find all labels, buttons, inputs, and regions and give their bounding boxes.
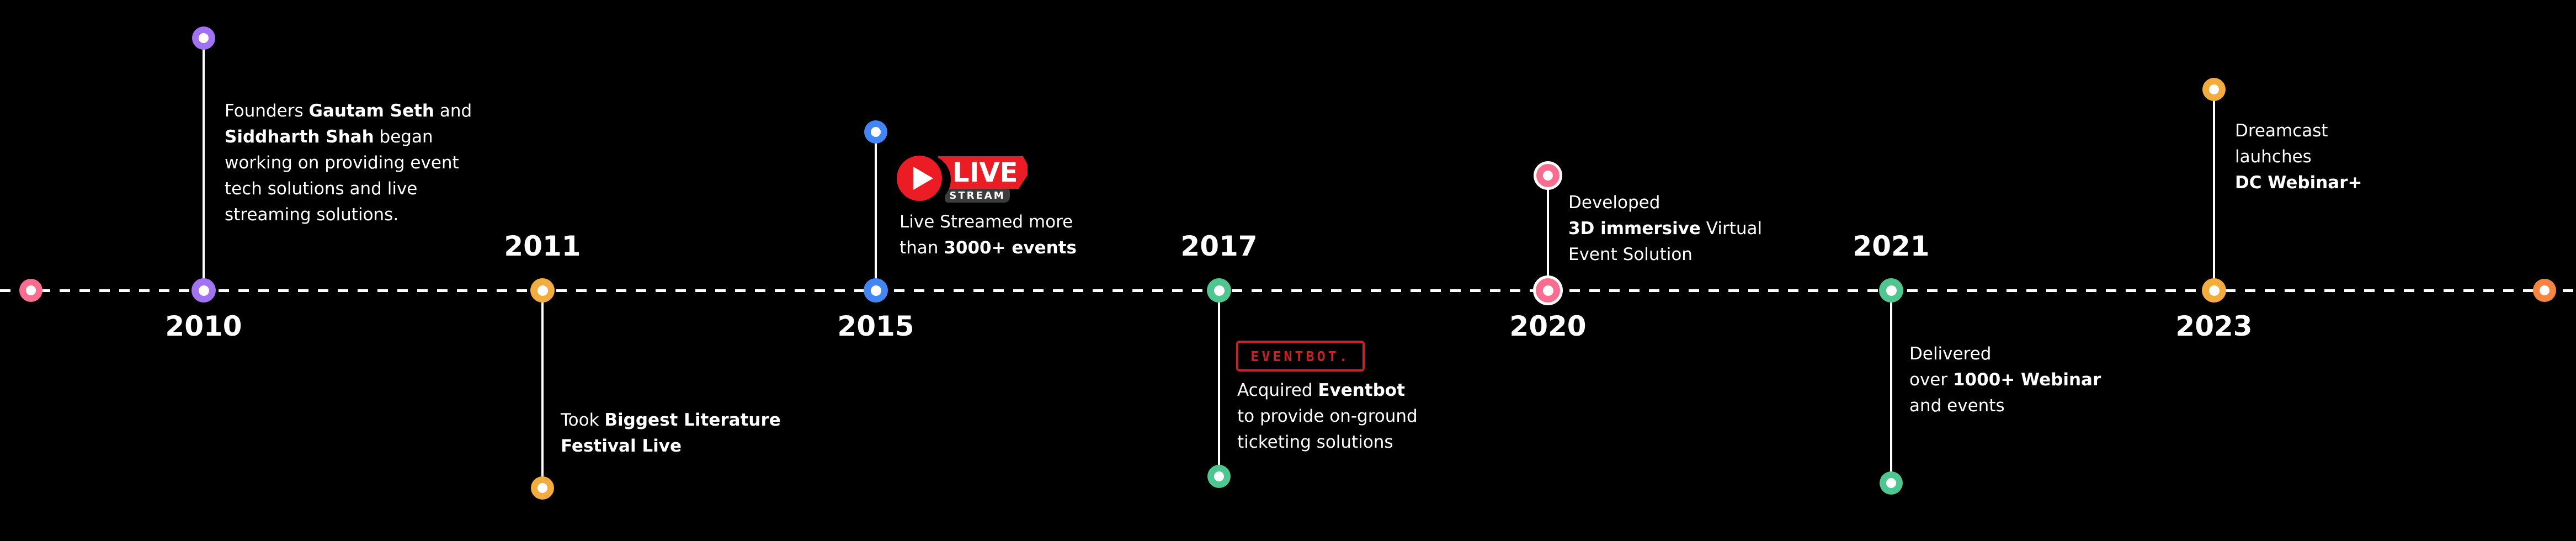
event-bottom-dot [531, 476, 554, 500]
year-label: 2020 [1509, 310, 1587, 342]
event-top-dot [192, 26, 215, 50]
event-bottom-dot [1207, 465, 1231, 488]
event-axis-dot [1879, 278, 1903, 303]
eventbot-badge: EVENTBOT. [1236, 341, 1365, 372]
dot-center [2540, 285, 2550, 295]
dot-center [198, 285, 209, 296]
dot-center [2209, 84, 2219, 94]
dot-center [537, 285, 548, 296]
timeline-axis [0, 289, 2576, 292]
stream-label: STREAM [949, 189, 1005, 201]
dot-center [199, 33, 209, 43]
event-top-dot [2202, 78, 2226, 101]
year-label: 2017 [1180, 230, 1258, 262]
dot-center [870, 285, 881, 296]
live-label: LIVE [952, 157, 1018, 188]
year-label: 2010 [165, 310, 242, 342]
connector-line [1218, 291, 1220, 476]
dot-center [2208, 285, 2220, 296]
dot-center [1214, 471, 1224, 481]
year-label: 2011 [504, 230, 581, 262]
connector-line [875, 132, 877, 290]
timeline-end-dot [2533, 279, 2556, 302]
year-label: 2015 [837, 310, 914, 342]
dot-center [537, 483, 547, 493]
event-axis-dot [864, 278, 888, 303]
year-label: 2023 [2175, 310, 2253, 342]
connector-line [203, 38, 205, 290]
live-stream-logo: LIVE STREAM [896, 155, 1031, 204]
connector-line [541, 290, 544, 488]
dot-center [1214, 285, 1225, 296]
dot-center [26, 285, 36, 295]
connector-line [2213, 89, 2215, 290]
connector-line [1547, 176, 1549, 290]
event-axis-dot [2202, 278, 2226, 303]
event-axis-dot [191, 278, 216, 303]
live-ribbon: LIVE [938, 156, 1028, 189]
event-top-dot [1536, 164, 1560, 187]
dot-center [1542, 285, 1553, 296]
year-label: 2021 [1853, 230, 1930, 262]
dot-center [1886, 285, 1897, 296]
event-axis-dot [1207, 278, 1231, 303]
stream-bar: STREAM [945, 189, 1010, 203]
dot-center [1543, 171, 1553, 181]
timeline-start-dot [19, 279, 42, 302]
connector-line [1890, 290, 1892, 483]
dot-center [1886, 478, 1896, 488]
event-top-dot [864, 120, 887, 144]
event-axis-dot [1536, 278, 1560, 303]
event-axis-dot [530, 278, 555, 303]
event-bottom-dot [1880, 471, 1903, 495]
play-icon [913, 167, 933, 190]
dot-center [871, 127, 881, 137]
